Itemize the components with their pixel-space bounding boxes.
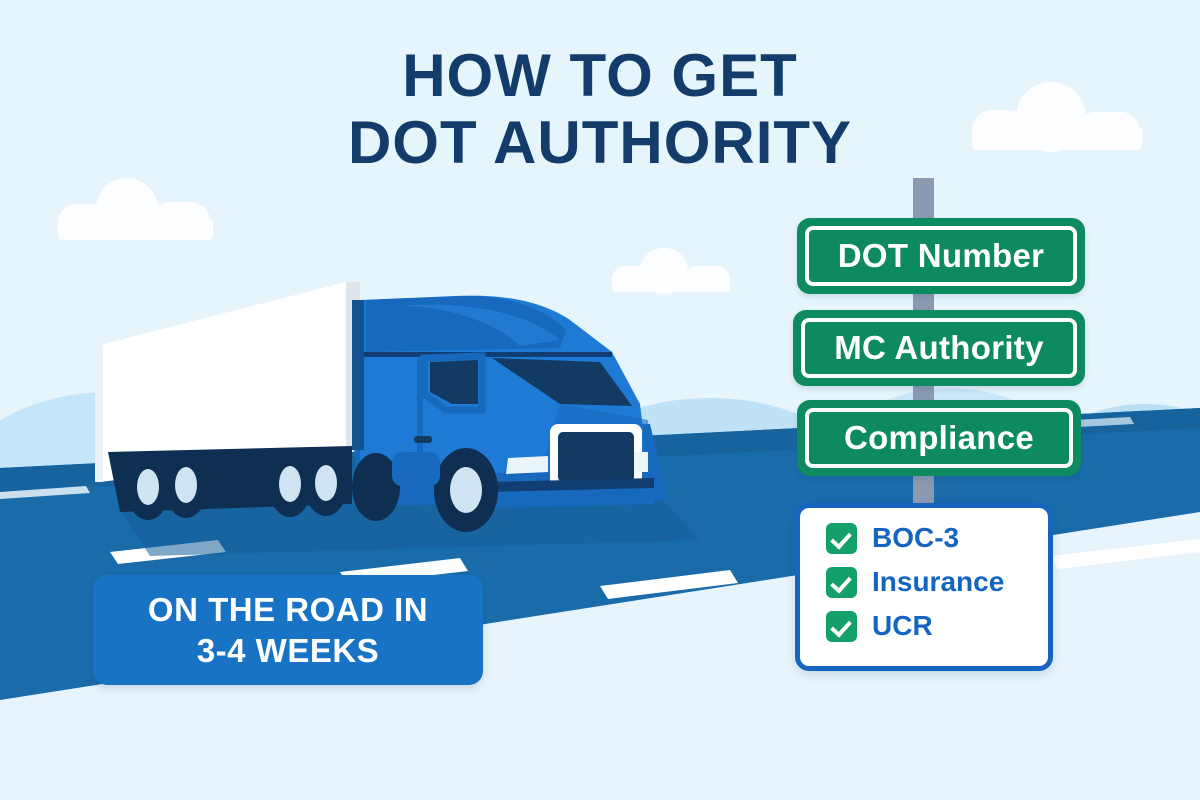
checkbox-checked-icon[interactable] xyxy=(826,566,857,598)
page-title: HOW TO GET DOT AUTHORITY xyxy=(0,42,1200,176)
road-sign-label: DOT Number xyxy=(837,237,1045,274)
road-sign-mc-authority[interactable]: MC Authority xyxy=(793,310,1085,386)
checklist-item-label: UCR xyxy=(872,610,933,641)
sign-inner-border xyxy=(805,408,1073,468)
cloud-icon xyxy=(58,178,213,240)
checkbox-checked-icon[interactable] xyxy=(826,522,857,554)
checklist-item-label: BOC-3 xyxy=(872,522,960,553)
checklist-item[interactable]: Insurance xyxy=(826,566,1048,598)
banner-line-1: ON THE ROAD IN xyxy=(147,590,429,628)
checklist-item[interactable]: UCR xyxy=(826,610,1048,642)
road-sign-dot-number[interactable]: DOT Number xyxy=(797,218,1085,294)
cloud-icon xyxy=(972,82,1142,152)
checkbox-checked-icon[interactable] xyxy=(826,610,857,642)
checklist-card: BOC-3 Insurance UCR xyxy=(795,503,1053,671)
title-line-1: HOW TO GET xyxy=(402,42,798,109)
road-sign-compliance[interactable]: Compliance xyxy=(797,400,1081,476)
banner-line-2: 3-4 WEEKS xyxy=(196,632,380,669)
timeline-banner: ON THE ROAD IN 3-4 WEEKS xyxy=(93,575,483,685)
checklist-item-label: Insurance xyxy=(872,566,1005,597)
checklist-item[interactable]: BOC-3 xyxy=(826,522,1048,554)
road-sign-label: MC Authority xyxy=(834,329,1044,366)
cloud-icon xyxy=(612,248,730,294)
sign-inner-border xyxy=(805,226,1077,286)
title-line-2: DOT AUTHORITY xyxy=(347,109,853,177)
road-sign-label: Compliance xyxy=(843,419,1035,456)
sign-inner-border xyxy=(801,318,1077,378)
